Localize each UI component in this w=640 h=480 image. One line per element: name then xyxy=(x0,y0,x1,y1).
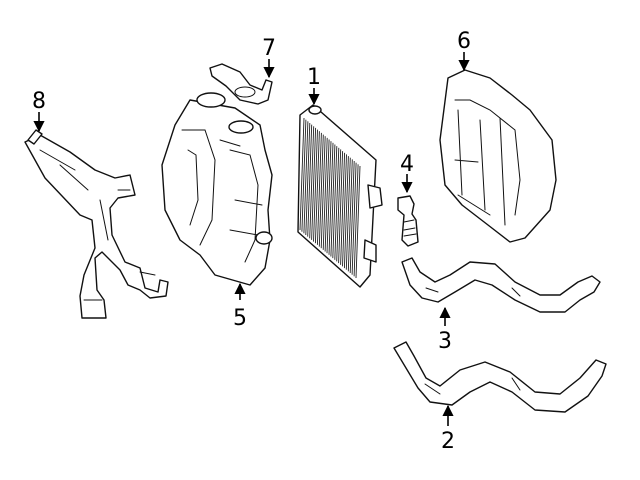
part-4-valve[interactable] xyxy=(397,195,419,247)
callout-labels: 1 2 3 4 5 6 7 8 xyxy=(32,29,471,454)
callout-2: 2 xyxy=(441,429,455,454)
part-5-shroud[interactable] xyxy=(161,92,273,286)
callout-leaders xyxy=(33,52,470,426)
callout-8: 8 xyxy=(32,89,46,114)
callout-1: 1 xyxy=(307,65,321,90)
part-2-hose[interactable] xyxy=(393,341,607,413)
part-6-frame[interactable] xyxy=(439,69,557,243)
callout-3: 3 xyxy=(438,329,452,354)
callout-7: 7 xyxy=(262,36,276,61)
part-8-bracket[interactable] xyxy=(24,129,169,319)
radiator-fins xyxy=(299,117,361,279)
part-1-radiator[interactable] xyxy=(297,104,383,288)
callout-4: 4 xyxy=(400,152,414,177)
part-3-hose[interactable] xyxy=(401,257,601,313)
callout-6: 6 xyxy=(457,29,471,54)
callout-5: 5 xyxy=(233,306,247,331)
part-7-bracket[interactable] xyxy=(209,63,273,105)
